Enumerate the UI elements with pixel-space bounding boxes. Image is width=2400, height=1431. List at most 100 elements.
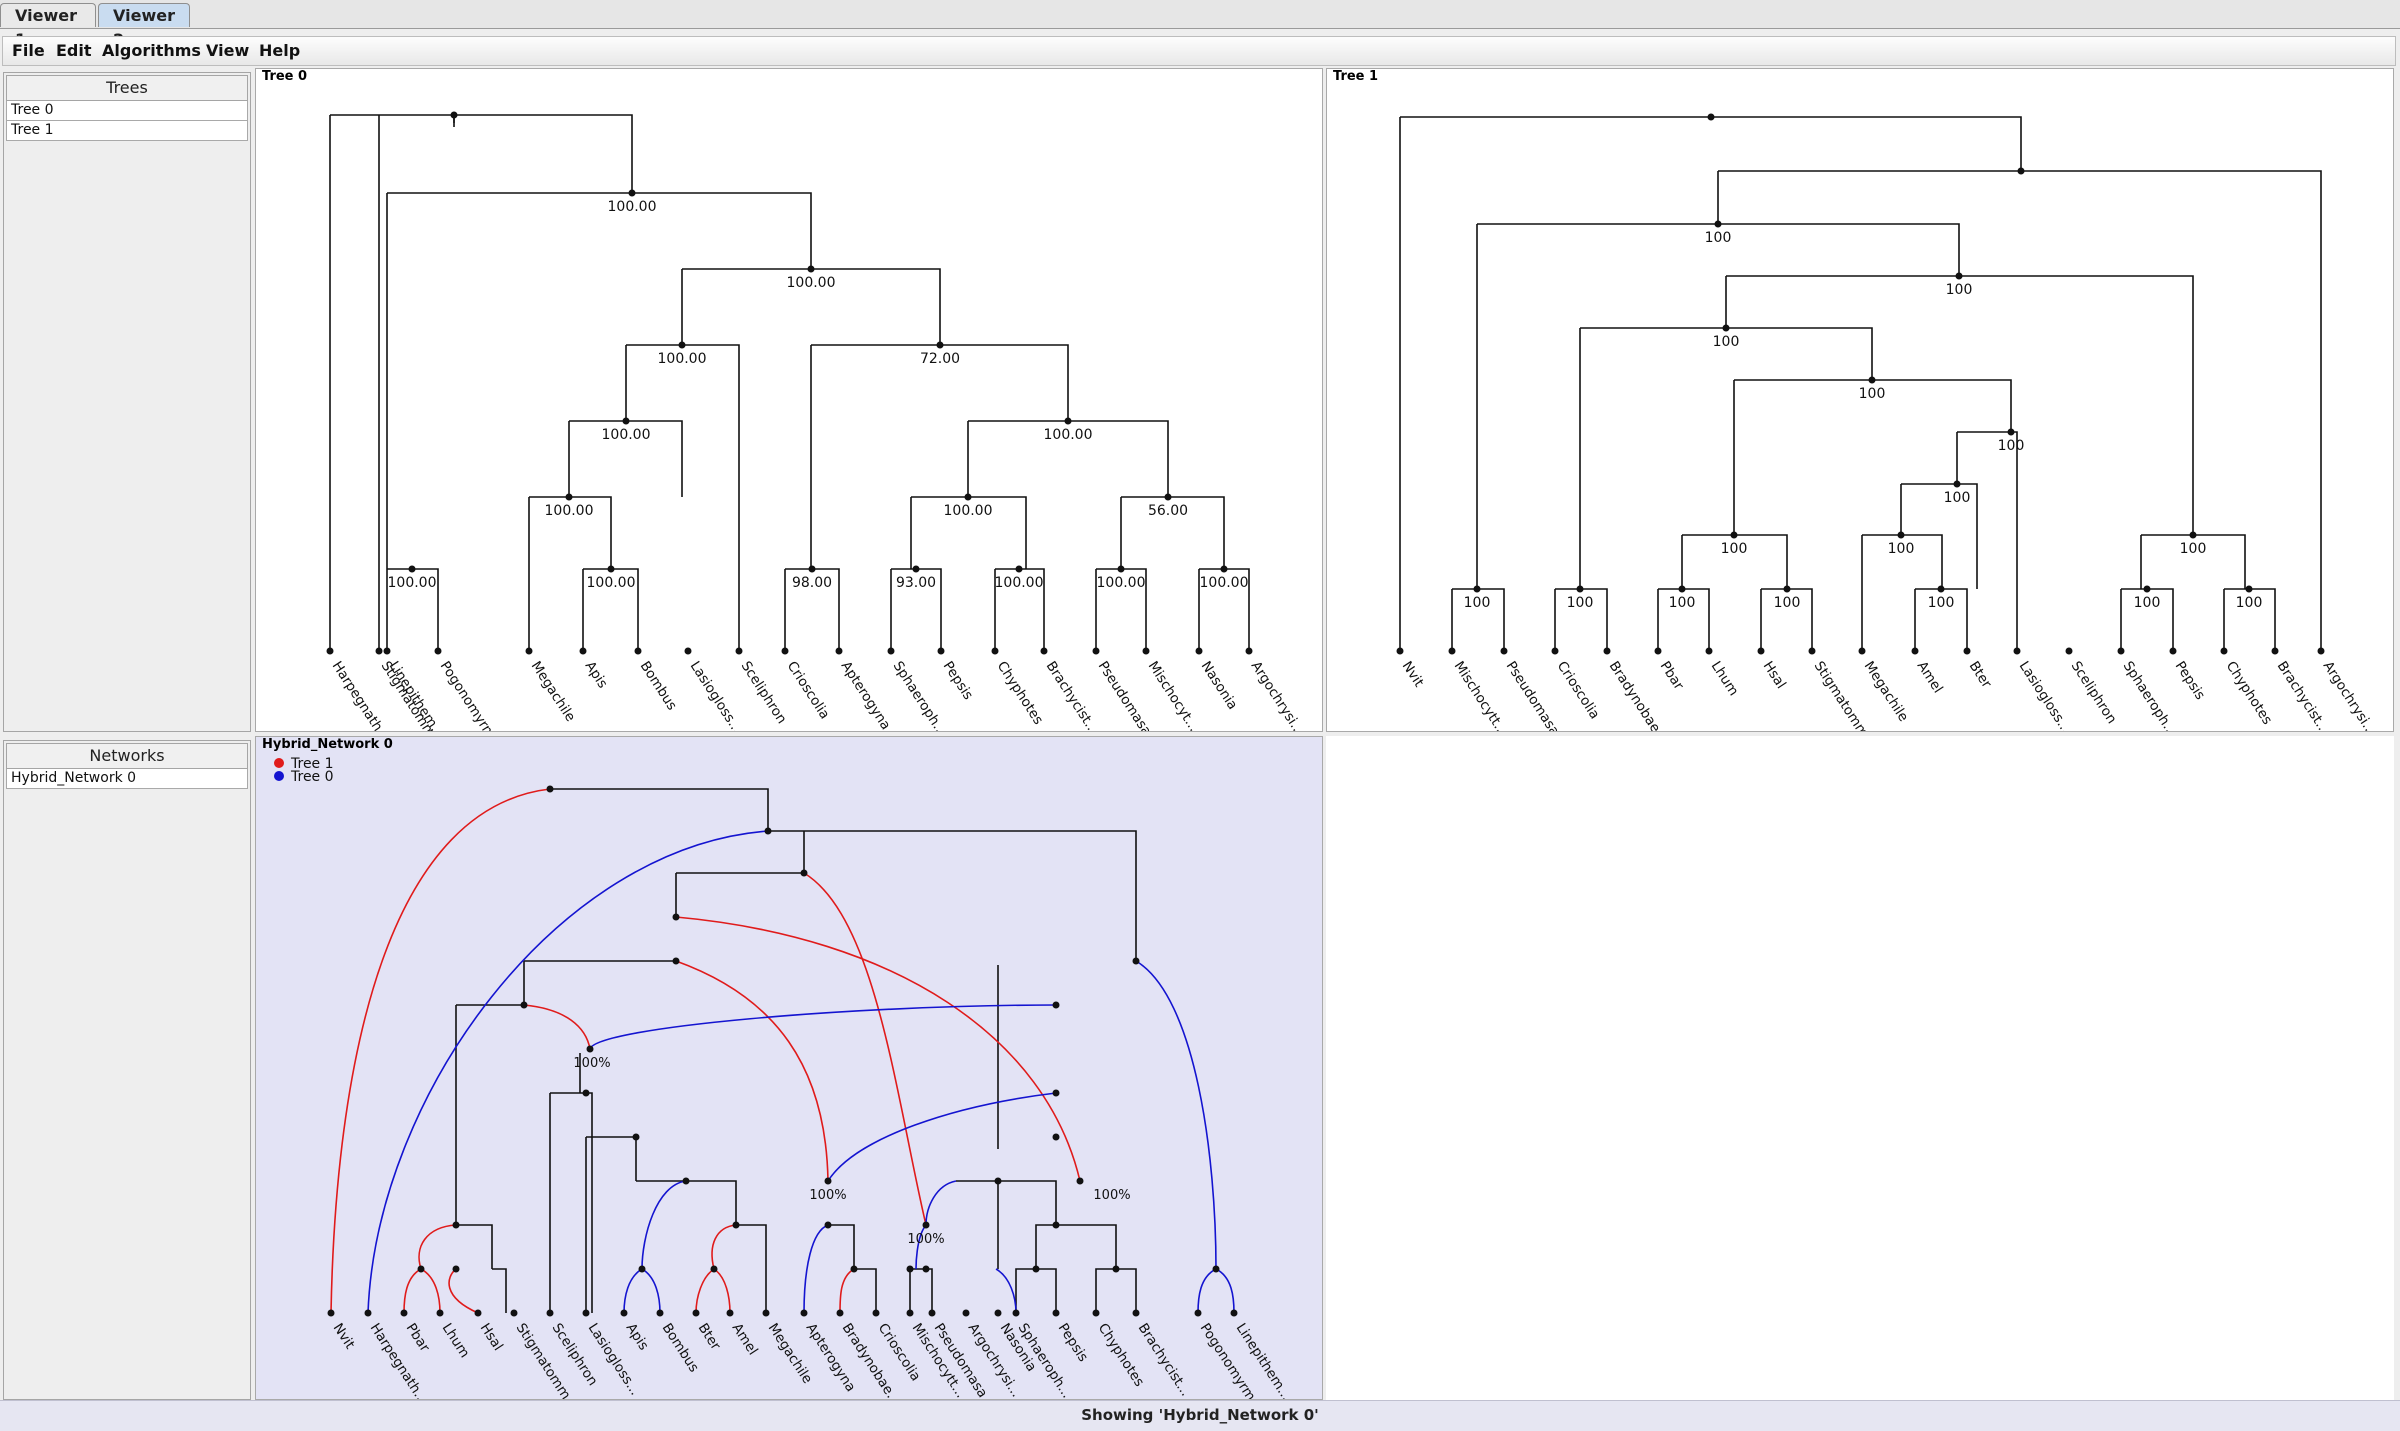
network-panel: Hybrid_Network 0 Tree 1 Tree 0 [255,736,1323,1400]
status-bar: Showing 'Hybrid_Network 0' [0,1400,2400,1431]
menu-file[interactable]: File [12,41,45,60]
tree-1-leaf-label: Megachile [1861,658,1912,724]
trees-list-item-tree-1[interactable]: Tree 1 [6,121,248,141]
legend-swatch-tree-1 [274,758,284,768]
tree-0-leaf-label: Nasonia [1198,658,1241,712]
tree-0-leaf-label: Lasiogloss... [687,658,745,731]
tree-0-support-value: 100.00 [1200,575,1249,591]
legend-label-tree-1: Tree 1 [290,756,334,772]
network-support-value: 100% [573,1056,610,1071]
tree-1-support-value: 100 [1464,595,1491,611]
tree-1-support-value: 100 [1713,334,1740,350]
network-leaf-label: Hsal [477,1320,506,1353]
tree-0-support-value: 100.00 [944,503,993,519]
tree-0-support-value: 100.00 [1044,427,1093,443]
tree-1-support-value: 100 [1567,595,1594,611]
legend: Tree 1 Tree 0 [274,756,334,785]
tree-1-support-value: 100 [1998,438,2025,454]
network-support-value: 100% [1093,1188,1130,1203]
tab-viewer-2[interactable]: Viewer 2 [98,3,190,49]
tree-0-support-value: 98.00 [792,575,832,591]
tree-1-leaf-label: Lhum [1708,658,1742,698]
tree-0-support-value: 100.00 [787,275,836,291]
tree-0-leaf-label: Sphaeroph... [890,658,950,731]
tree-0-leaf-label: Mischocyt... [1145,658,1202,731]
networks-list-header: Networks [6,743,248,769]
menu-help[interactable]: Help [259,41,301,60]
menu-algorithms[interactable]: Algorithms [102,41,201,60]
tree-0-leaf-label: Brachycist... [1043,658,1102,731]
menu-edit[interactable]: Edit [56,41,92,60]
tree-1-support-value: 100 [1928,595,1955,611]
trees-list-item-tree-0[interactable]: Tree 0 [6,101,248,121]
tree-1-leaf-label: Pbar [1657,658,1687,693]
tree-1-support-value: 100 [2236,595,2263,611]
network-leaf-label: Lhum [439,1320,473,1360]
tree-1-support-value: 100 [1946,282,1973,298]
network-leaf-label: Bter [695,1320,724,1353]
tree-1-leaf-label: Pepsis [2172,658,2208,702]
network-support-value: 100% [809,1188,846,1203]
tree-0-support-value: 93.00 [896,575,936,591]
tree-1-diagram: 100 100 100 100 100 100 100 100 100 100 100 100 100 1… [1396,113,2379,731]
network-title: Hybrid_Network 0 [262,737,393,752]
tree-0-leaf-label: Pogonomyrm... [437,658,506,731]
tree-1-support-value: 100 [1944,490,1971,506]
tree-0-leaf-label: Sceliphron [738,658,790,726]
network-leaf-label: Apis [623,1320,652,1353]
tree-1-support-value: 100 [1774,595,1801,611]
tree-0-leaf-label: Crioscolia [784,658,833,722]
menu-view[interactable]: View [206,41,250,60]
tree-0-title: Tree 0 [262,69,308,84]
networks-list-item-hybrid-network-0[interactable]: Hybrid_Network 0 [6,769,248,789]
tree-1-leaf-label: Mischocytt... [1451,658,1511,731]
tree-0-leaf-label: Apterogyna [838,658,894,731]
tree-1-panel: Tree 1 [1326,68,2394,732]
tree-1-leaf-label: Sceliphron [2068,658,2120,726]
tree-0-support-value: 100.00 [587,575,636,591]
tree-0-support-value: 72.00 [920,351,960,367]
empty-viewer-area [1326,736,2394,1400]
trees-panel: Trees Tree 0 Tree 1 [3,72,251,732]
tree-0-leaf-label: Argochrysi... [1248,658,1307,731]
tab-strip [0,0,2400,29]
tree-0-support-value: 100.00 [1097,575,1146,591]
tree-0-leaf-label: Bombus [637,658,680,713]
tree-0-leaf-label: Chyphotes [994,658,1047,727]
tree-1-leaf-label: Bter [1966,658,1995,691]
network-support-value: 100% [907,1232,944,1247]
tree-0-diagram: 100.00 100.00 100.00 72.00 100.00 100.00 100.0… [326,111,1307,731]
tree-1-leaf-label: Argochrysi... [2320,658,2379,731]
tree-1-support-value: 100 [2134,595,2161,611]
tree-1-support-value: 100 [2180,541,2207,557]
network-leaf-label: Pbar [403,1320,433,1355]
tree-1-leaf-label: Chyphotes [2223,658,2276,727]
network-leaf-label: Amel [729,1320,761,1358]
tree-1-leaf-label: Amel [1914,658,1946,696]
tree-1-support-value: 100 [1859,386,1886,402]
tree-1-leaf-label: Sphaeroph... [2120,658,2180,731]
tree-0-leaf-label: Megachile [528,658,579,724]
tree-1-leaf-label: Nvit [1399,658,1427,689]
networks-panel: Networks Hybrid_Network 0 [3,740,251,1400]
menu-bar: File Edit Algorithms View Help [2,36,2396,66]
tree-1-support-value: 100 [1669,595,1696,611]
tree-1-support-value: 100 [1721,541,1748,557]
tree-0-panel: Tree 0 [255,68,1323,732]
tree-1-leaf-label: Crioscolia [1554,658,1603,722]
tree-0-leaf-label: Pepsis [940,658,976,702]
tree-1-leaf-label: Lasiogloss... [2016,658,2074,731]
legend-label-tree-0: Tree 0 [290,769,334,785]
tree-0-support-value: 100.00 [608,199,657,215]
tree-1-title: Tree 1 [1333,69,1379,84]
tree-0-support-value: 100.00 [388,575,437,591]
network-leaf-label: Pepsis [1055,1320,1091,1364]
network-leaf-label: Brachycist... [1135,1320,1194,1399]
legend-swatch-tree-0 [274,771,284,781]
tab-viewer-1[interactable]: Viewer 1 [0,3,96,49]
trees-list-header: Trees [6,75,248,101]
network-leaf-label: Nvit [330,1320,358,1351]
tree-0-support-value: 100.00 [658,351,707,367]
tree-0-support-value: 100.00 [545,503,594,519]
tree-0-support-value: 56.00 [1148,503,1188,519]
